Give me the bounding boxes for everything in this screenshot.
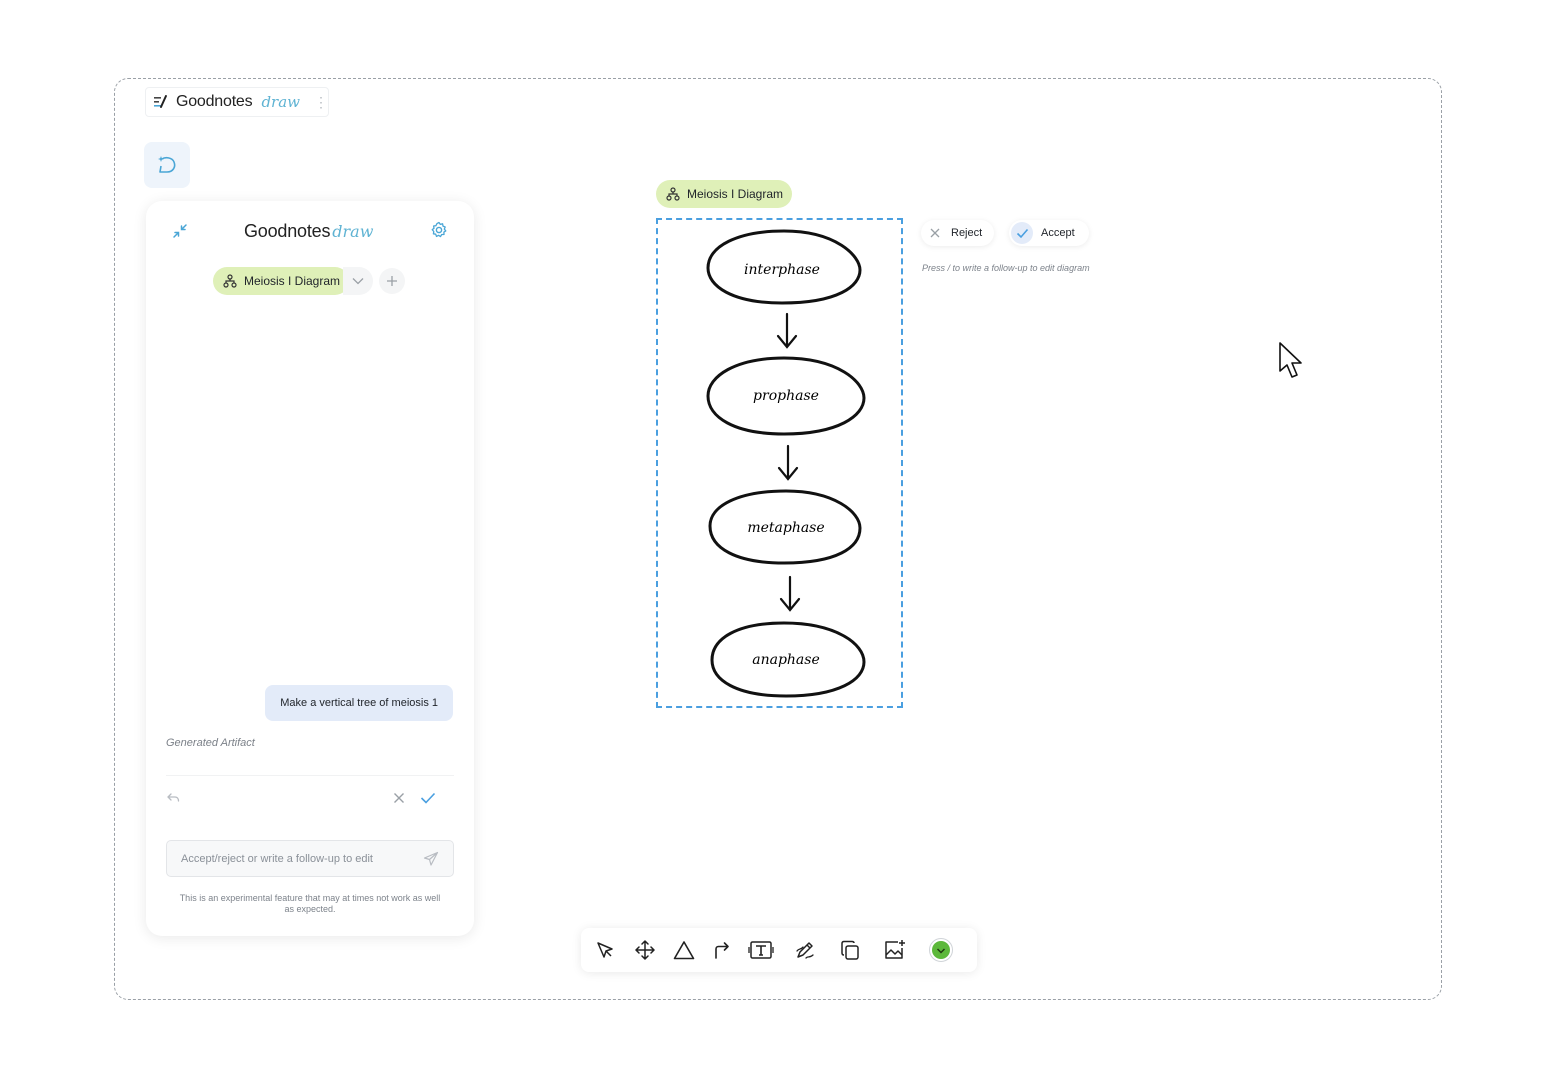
settings-gear-icon[interactable] — [430, 221, 448, 239]
brand-script: draw — [261, 93, 300, 111]
diagram-title-chip[interactable]: Meiosis I Diagram — [656, 180, 793, 208]
diagram-arrow — [776, 312, 798, 349]
followup-input[interactable] — [181, 841, 411, 876]
close-x-icon — [930, 228, 940, 238]
plus-icon — [387, 276, 398, 286]
tab-dropdown-button[interactable] — [343, 267, 374, 295]
pen-tool[interactable] — [791, 936, 819, 964]
select-tool[interactable] — [591, 936, 619, 964]
drawing-toolbar — [581, 928, 977, 972]
diagram-node-anaphase[interactable]: anaphase — [710, 621, 866, 698]
diagram-arrow — [779, 575, 801, 612]
reject-button[interactable]: Reject — [921, 220, 995, 246]
tab-label: Meiosis I Diagram — [244, 274, 341, 288]
node-label: interphase — [744, 262, 820, 278]
reject-label: Reject — [951, 227, 983, 239]
connector-arrow-icon — [715, 942, 729, 959]
color-swatch[interactable] — [927, 936, 955, 964]
mouse-pointer-icon — [1279, 342, 1302, 378]
diagram-selection[interactable]: interphase prophase metaphase anaphase — [656, 218, 903, 708]
diagram-tree-icon — [666, 187, 680, 201]
artifact-action-row — [166, 787, 456, 809]
check-icon — [1016, 228, 1028, 238]
diagram-tree-icon — [223, 274, 237, 288]
reject-x-icon[interactable] — [392, 791, 406, 805]
new-chat-button[interactable] — [144, 142, 190, 188]
move-icon — [635, 940, 655, 960]
diagram-arrow — [777, 444, 799, 481]
kebab-menu-icon[interactable]: ⋮ — [314, 93, 328, 110]
accept-label: Accept — [1041, 227, 1075, 239]
generated-artifact-label: Generated Artifact — [166, 737, 255, 749]
text-tool[interactable] — [747, 936, 775, 964]
shape-tool[interactable] — [670, 936, 698, 964]
connector-tool[interactable] — [708, 936, 736, 964]
tab-meiosis-diagram[interactable]: Meiosis I Diagram — [213, 267, 350, 295]
text-box-icon — [748, 941, 774, 959]
panel-title-word: Goodnotes — [244, 221, 331, 241]
accept-icon-wrap — [1011, 222, 1033, 244]
experimental-disclaimer: This is an experimental feature that may… — [179, 893, 441, 914]
node-label: prophase — [753, 388, 819, 404]
diagram-chip-label: Meiosis I Diagram — [687, 187, 784, 201]
panel-title-script: draw — [332, 222, 374, 241]
brand-name: Goodnotes — [175, 93, 253, 110]
accept-button[interactable]: Accept — [1009, 220, 1089, 246]
pen-icon — [796, 942, 814, 959]
user-message-bubble: Make a vertical tree of meiosis 1 — [265, 685, 453, 721]
shape-triangle-icon — [673, 941, 695, 960]
diagram-node-prophase[interactable]: prophase — [706, 356, 866, 436]
image-tool[interactable] — [881, 936, 909, 964]
artifact-tab-bar: Meiosis I Diagram — [213, 267, 406, 295]
send-icon[interactable] — [423, 851, 439, 867]
diagram-node-metaphase[interactable]: metaphase — [708, 489, 862, 565]
undo-icon[interactable] — [166, 791, 180, 805]
meiosis-diagram: interphase prophase metaphase anaphase — [706, 229, 866, 698]
brand-header[interactable]: Goodnotes draw ⋮ — [145, 87, 329, 117]
color-swatch-icon — [929, 938, 953, 962]
add-tab-button[interactable] — [379, 268, 406, 294]
artifact-divider — [166, 775, 454, 776]
duplicate-icon — [841, 940, 859, 960]
insert-image-icon — [885, 940, 905, 959]
move-tool[interactable] — [631, 936, 659, 964]
duplicate-tool[interactable] — [836, 936, 864, 964]
accept-check-icon[interactable] — [420, 791, 436, 805]
node-label: metaphase — [747, 520, 824, 536]
collapse-icon[interactable] — [172, 223, 188, 239]
diagram-node-interphase[interactable]: interphase — [706, 229, 862, 305]
goodnotes-logo-icon — [153, 95, 167, 108]
select-arrow-icon — [597, 942, 613, 958]
followup-input-box — [166, 840, 454, 877]
followup-hint: Press / to write a follow-up to edit dia… — [922, 263, 1090, 273]
sparkle-chat-icon — [158, 156, 176, 173]
node-label: anaphase — [752, 652, 820, 668]
chevron-down-icon — [352, 278, 364, 285]
